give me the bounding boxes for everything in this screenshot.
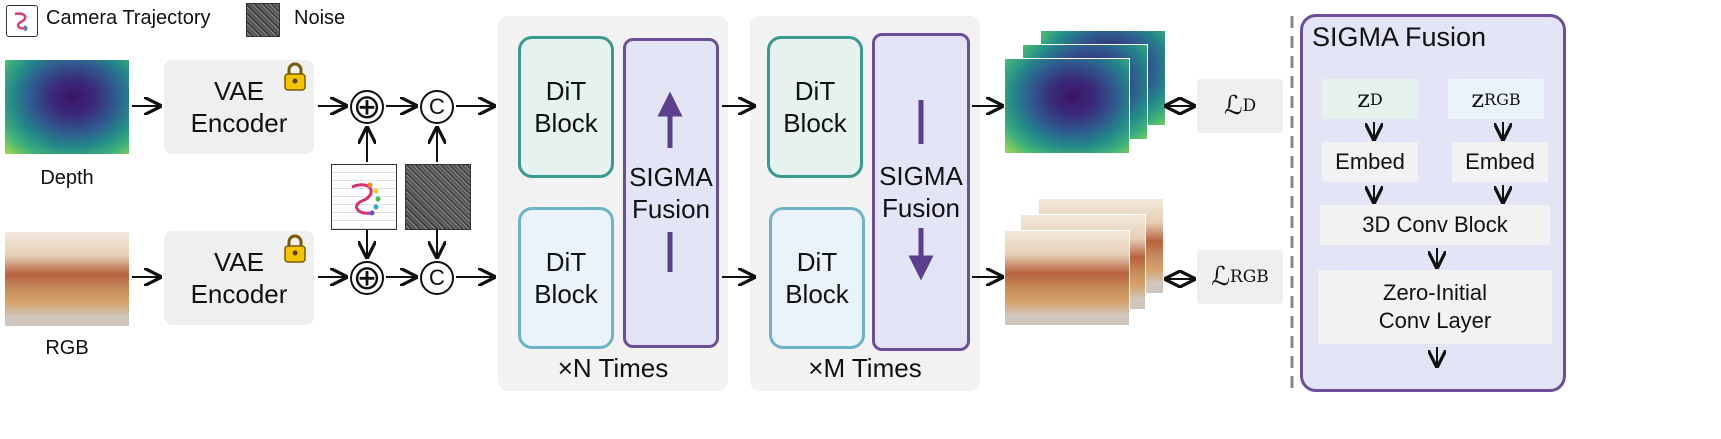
depth-label: Depth bbox=[40, 167, 94, 189]
encoder-line2: Encoder bbox=[190, 108, 288, 138]
concat-operator-depth: C bbox=[420, 90, 454, 124]
depth-output-frame bbox=[1004, 58, 1130, 154]
fusion-panel-title: SIGMA Fusion bbox=[1312, 22, 1487, 52]
vae-encoder-rgb: VAE Encoder bbox=[164, 231, 314, 325]
embed-depth-box: Embed bbox=[1322, 142, 1418, 182]
legend-trajectory-swatch bbox=[6, 5, 38, 37]
encoder-line2: Encoder bbox=[190, 279, 288, 309]
embed-rgb-box: Embed bbox=[1452, 142, 1548, 182]
noise-image bbox=[405, 164, 471, 230]
camera-trajectory-icon bbox=[14, 12, 28, 32]
depth-input-image bbox=[5, 60, 129, 154]
add-operator-depth: ⊕ bbox=[350, 90, 384, 124]
rgb-input-image bbox=[5, 232, 129, 326]
encoder-line1: VAE bbox=[213, 76, 265, 106]
legend-noise-label: Noise bbox=[294, 7, 346, 29]
zero-conv-box: Zero-Initial Conv Layer bbox=[1318, 270, 1552, 344]
camera-trajectory-image bbox=[331, 164, 397, 230]
legend-noise-swatch bbox=[246, 3, 280, 37]
concat-operator-rgb: C bbox=[420, 261, 454, 295]
lock-icon bbox=[284, 62, 306, 91]
rgb-output-frame bbox=[1004, 230, 1130, 326]
legend-trajectory-label: Camera Trajectory bbox=[46, 7, 211, 29]
camera-trajectory-icon bbox=[351, 182, 381, 216]
rgb-label: RGB bbox=[45, 337, 89, 359]
encoder-line1: VAE bbox=[213, 247, 265, 277]
repeat-m-label: ×M Times bbox=[808, 353, 922, 383]
repeat-n-label: ×N Times bbox=[557, 353, 669, 383]
lock-icon bbox=[284, 234, 306, 263]
conv3d-box: 3D Conv Block bbox=[1320, 205, 1550, 245]
add-operator-rgb: ⊕ bbox=[350, 261, 384, 295]
